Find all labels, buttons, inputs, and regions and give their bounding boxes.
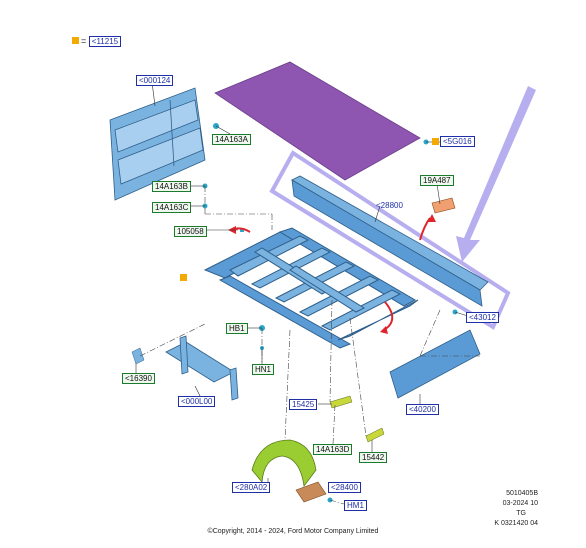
highlight-arrow — [269, 86, 536, 330]
legend-orange-square-icon — [72, 37, 79, 44]
callout-15442[interactable]: 15442 — [359, 452, 388, 463]
diagram-ref: K 0321420 04 — [494, 520, 538, 527]
copyright: ©Copyright, 2014 - 2024, Ford Motor Comp… — [207, 528, 379, 535]
orange-square-icon — [432, 138, 439, 145]
mudguard — [251, 439, 317, 488]
callout-11215[interactable]: <11215 — [88, 36, 122, 47]
diagram-tg: TG — [516, 510, 526, 517]
mudflap — [295, 481, 327, 503]
legend: = <11215 — [81, 36, 122, 47]
orange-square-icon — [180, 274, 187, 281]
callout-28800[interactable]: <28800 — [376, 201, 403, 210]
callout-28400[interactable]: <28400 — [328, 482, 361, 493]
callout-16390[interactable]: <16390 — [122, 373, 155, 384]
callout-5G016[interactable]: <5G016 — [440, 136, 475, 147]
legend-equals: = — [81, 36, 87, 46]
callout-280A02[interactable]: <280A02 — [232, 482, 271, 493]
callout-14A163C[interactable]: 14A163C — [152, 202, 192, 213]
callout-HN1[interactable]: HN1 — [252, 364, 275, 375]
callout-000124[interactable]: <000124 — [136, 75, 174, 86]
diagram-code: 5010405B — [506, 490, 538, 497]
side-rail — [291, 175, 489, 307]
bracket-19A487 — [431, 197, 456, 214]
leader-lines — [139, 186, 480, 505]
callout-43012[interactable]: <43012 — [466, 312, 499, 323]
callout-14A163D[interactable]: 14A163D — [313, 444, 353, 455]
callout-14A163B[interactable]: 14A163B — [152, 181, 191, 192]
callout-40200[interactable]: <40200 — [406, 404, 439, 415]
callout-14A163A[interactable]: 14A163A — [212, 134, 251, 145]
chassis-frame — [203, 227, 419, 349]
headboard-frame — [109, 87, 206, 201]
bracket-16390 — [131, 347, 145, 365]
solid-leaders — [135, 81, 469, 486]
load-floor-panel — [214, 61, 421, 181]
callout-19A487[interactable]: 19A487 — [420, 175, 454, 186]
callout-HB1[interactable]: HB1 — [226, 323, 248, 334]
callout-105058[interactable]: 105058 — [174, 226, 207, 237]
callout-15425[interactable]: 15425 — [289, 399, 318, 410]
callout-000L00[interactable]: <000L00 — [178, 396, 216, 407]
bracket-15442 — [365, 427, 385, 443]
support-bracket — [165, 335, 239, 401]
diagram-date: 03-2024 10 — [502, 500, 538, 507]
lower-side-panel — [389, 329, 481, 399]
bracket-15425 — [329, 395, 353, 409]
callout-HM1[interactable]: HM1 — [344, 500, 367, 511]
